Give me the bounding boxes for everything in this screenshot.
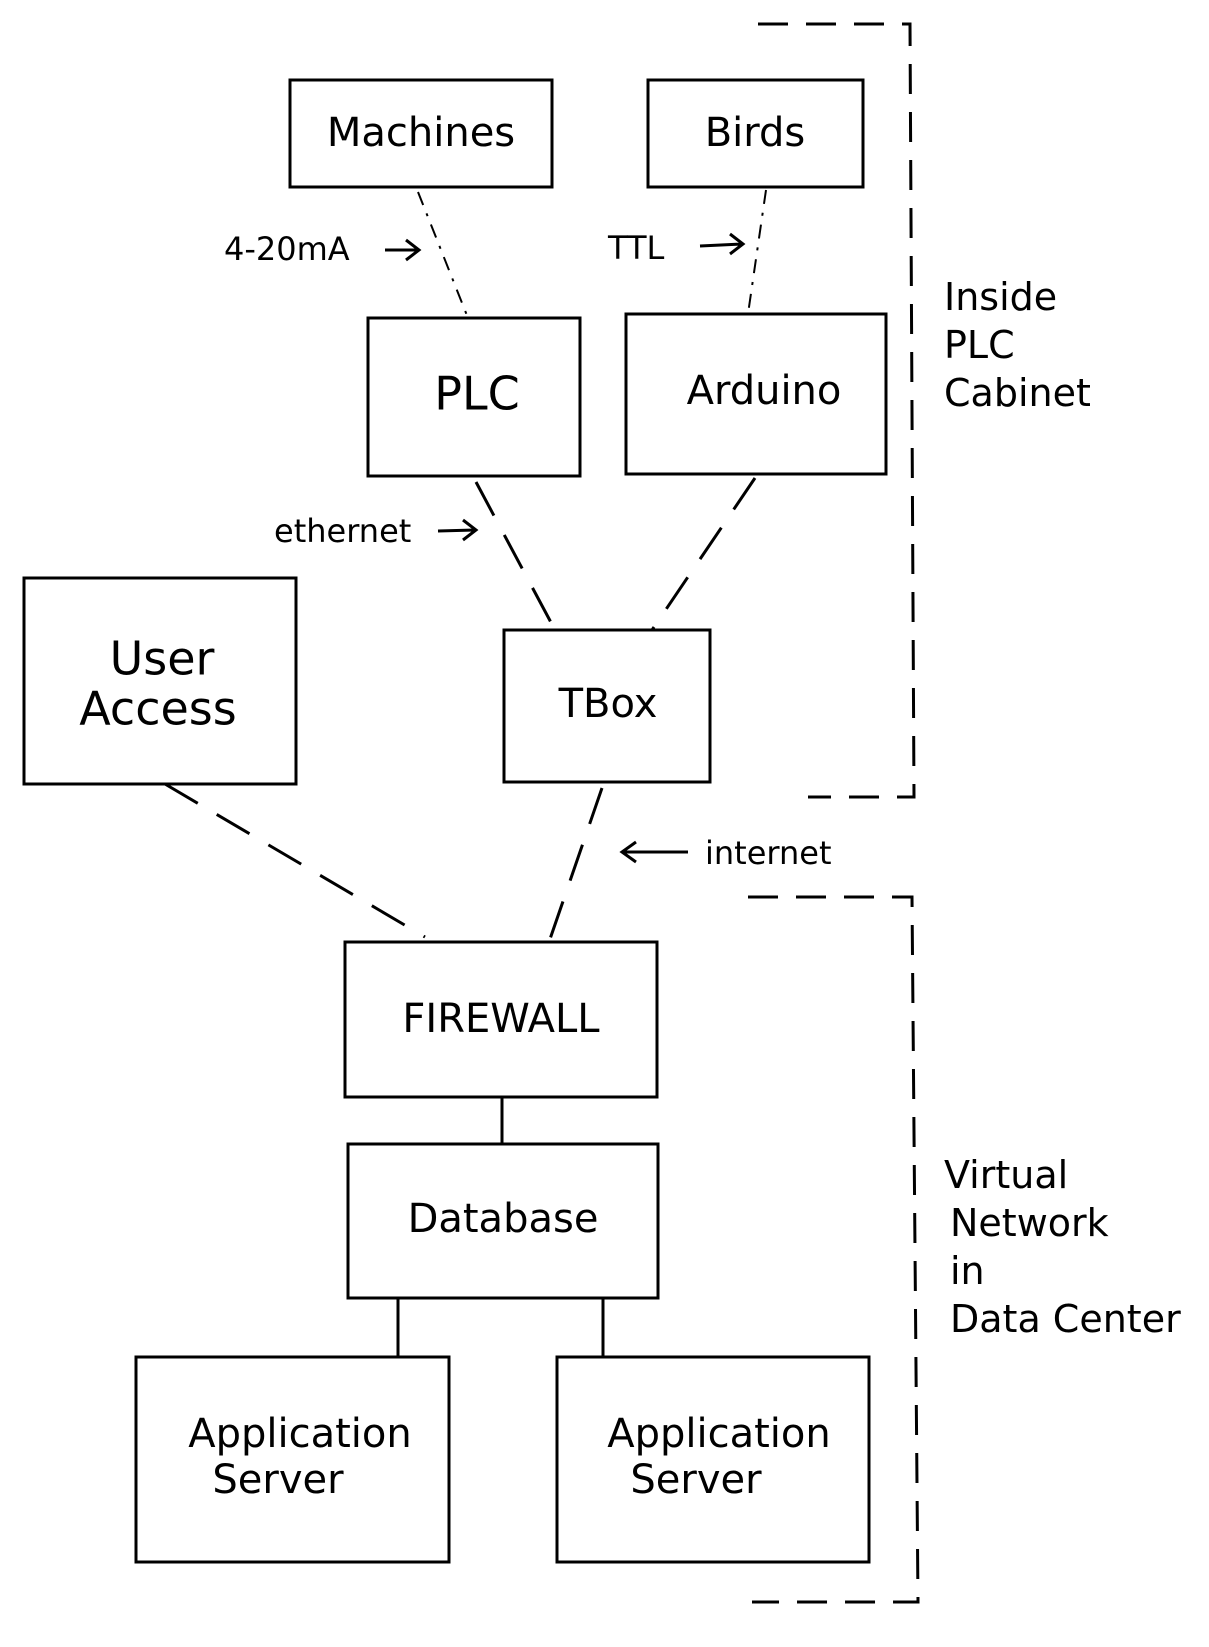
birds-box xyxy=(646,78,865,189)
user-access-label-line2: Access xyxy=(79,682,236,736)
machines-label: Machines xyxy=(327,110,515,156)
plc-label: PLC xyxy=(434,367,520,421)
app-server-1-box xyxy=(134,1355,451,1564)
tbox-label: TBox xyxy=(558,681,658,727)
database-box xyxy=(346,1142,660,1300)
user-access-box xyxy=(22,576,298,786)
link-useraccess-firewall xyxy=(164,782,426,939)
birds-label: Birds xyxy=(705,110,806,156)
connection-labels: 4-20mA TTL ethernet internet xyxy=(224,229,832,872)
arrow-left-icon xyxy=(619,840,688,864)
node-labels: Machines Birds PLC Arduino User Access T… xyxy=(79,110,841,1503)
data-center-label-line2: Network xyxy=(950,1201,1109,1245)
group-brackets xyxy=(748,22,920,1604)
app-server-2-label-line1: Application xyxy=(607,1411,831,1457)
label-internet: internet xyxy=(705,834,832,872)
link-plc-tbox xyxy=(474,481,557,631)
group-labels: Inside PLC Cabinet Virtual Network in Da… xyxy=(944,275,1181,1341)
app-server-2-label-line2: Server xyxy=(630,1457,762,1503)
arrow-right-icon xyxy=(699,232,746,256)
label-4-20ma: 4-20mA xyxy=(224,230,350,268)
cabinet-label-line2: PLC xyxy=(944,323,1015,367)
database-label: Database xyxy=(408,1196,599,1242)
arrow-right-icon xyxy=(385,238,422,262)
app-server-1-label-line1: Application xyxy=(188,1411,412,1457)
user-access-label-line1: User xyxy=(110,632,215,686)
plc-box xyxy=(366,316,582,478)
connections xyxy=(164,189,767,1357)
link-birds-arduino xyxy=(747,189,767,315)
arduino-box xyxy=(624,312,888,476)
data-center-label-line3: in xyxy=(950,1249,985,1293)
machines-box xyxy=(288,78,554,189)
app-server-1-label-line2: Server xyxy=(212,1457,344,1503)
arrow-right-icon xyxy=(437,518,479,542)
link-arduino-tbox xyxy=(650,477,757,631)
label-ethernet: ethernet xyxy=(274,512,411,550)
cabinet-label-line1: Inside xyxy=(944,275,1057,319)
tbox-box xyxy=(502,628,712,784)
link-machines-plc xyxy=(417,191,469,319)
arduino-label: Arduino xyxy=(687,368,842,414)
cabinet-bracket xyxy=(758,22,916,799)
label-ttl: TTL xyxy=(607,229,665,267)
firewall-box xyxy=(343,940,659,1099)
app-server-2-box xyxy=(555,1355,871,1564)
cabinet-label-line3: Cabinet xyxy=(944,371,1091,415)
data-center-label-line4: Data Center xyxy=(950,1297,1181,1341)
firewall-label: FIREWALL xyxy=(402,996,600,1042)
data-center-label-line1: Virtual xyxy=(944,1153,1068,1197)
nodes xyxy=(22,78,888,1564)
link-tbox-firewall xyxy=(547,787,604,943)
